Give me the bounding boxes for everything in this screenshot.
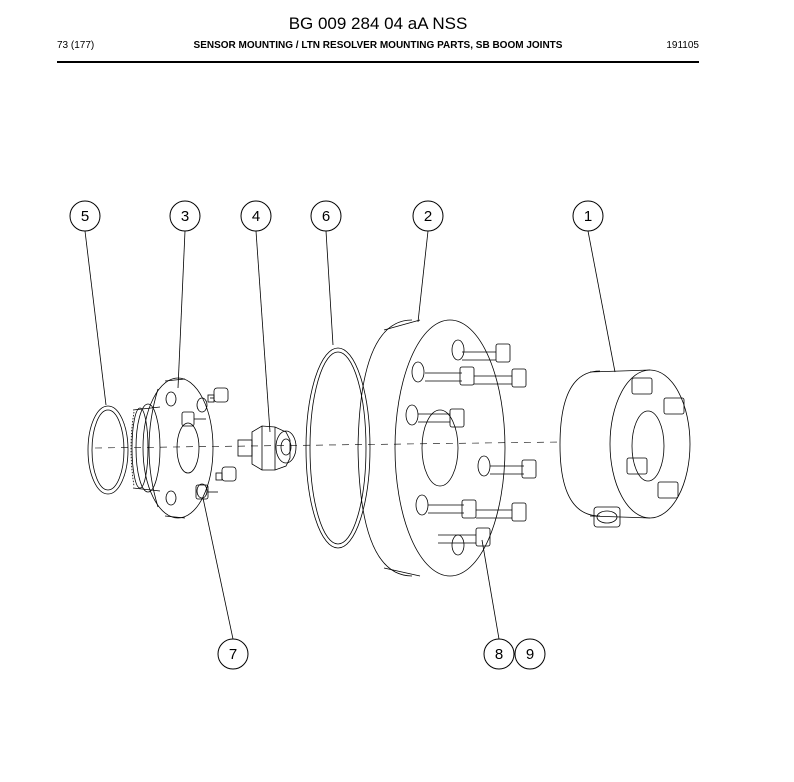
part-2-housing: [357, 319, 537, 577]
page-number: 73 (177): [57, 40, 95, 51]
callout-1: 1: [572, 200, 604, 232]
callout-9: 9: [514, 638, 546, 670]
svg-text:5: 5: [81, 208, 89, 225]
svg-text:1: 1: [584, 208, 592, 225]
svg-text:7: 7: [229, 646, 237, 663]
svg-text:2: 2: [424, 208, 432, 225]
svg-text:9: 9: [526, 646, 534, 663]
part-1-resolver: [559, 369, 691, 528]
document-title: BG 009 284 04 aA NSS: [288, 14, 468, 33]
callout-3: 3: [169, 200, 201, 232]
page-header: SENSOR MOUNTING / LTN RESOLVER MOUNTING …: [57, 40, 699, 56]
svg-text:3: 3: [181, 208, 189, 225]
svg-text:8: 8: [495, 646, 503, 663]
part-5-o-ring: [87, 405, 129, 495]
callout-8: 8: [483, 638, 515, 670]
leader-lines: [84, 230, 616, 640]
part-6-large-o-ring: [305, 347, 371, 549]
callout-7: 7: [217, 638, 249, 670]
assembly-centerline: [94, 441, 561, 449]
date-code: 191105: [666, 40, 699, 51]
callout-4: 4: [240, 200, 272, 232]
svg-text:4: 4: [252, 208, 260, 225]
section-title: SENSOR MOUNTING / LTN RESOLVER MOUNTING …: [193, 40, 563, 51]
callout-2: 2: [412, 200, 444, 232]
header-rule: [57, 61, 699, 63]
part-4-coupling: [237, 425, 297, 471]
part-3-flange: [130, 377, 237, 519]
svg-text:6: 6: [322, 208, 330, 225]
callout-6: 6: [310, 200, 342, 232]
callout-5: 5: [69, 200, 101, 232]
